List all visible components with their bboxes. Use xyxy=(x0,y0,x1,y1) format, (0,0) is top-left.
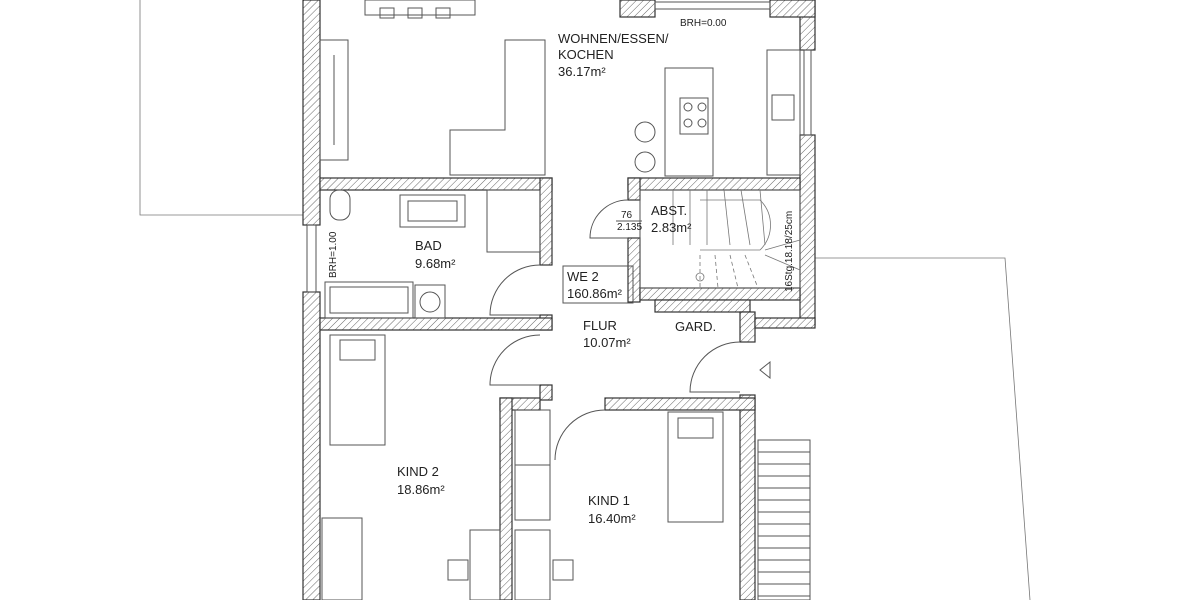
room-name-bad: BAD xyxy=(415,238,442,253)
room-name-flur: FLUR xyxy=(583,318,617,333)
window-bad xyxy=(306,224,317,293)
brh-bad-label: BRH=1.00 xyxy=(328,231,339,278)
window-top xyxy=(654,1,771,10)
room-name-abst: ABST. xyxy=(651,203,687,218)
unit-area: 160.86m² xyxy=(567,286,623,301)
staircase-internal xyxy=(639,189,801,289)
room-area-bad: 9.68m² xyxy=(415,256,456,271)
room-area-flur: 10.07m² xyxy=(583,335,631,350)
room-name-kind2: KIND 2 xyxy=(397,464,439,479)
walls xyxy=(302,0,816,600)
brh-top-label: BRH=0.00 xyxy=(680,18,727,29)
room-area-wohnen: 36.17m² xyxy=(558,64,606,79)
terrain-line-left xyxy=(139,0,303,216)
terrain-line-right xyxy=(815,257,1031,600)
door-dim-top: 76 xyxy=(621,210,633,221)
room-name-kind1: KIND 1 xyxy=(588,493,630,508)
window-kitchen xyxy=(803,49,812,136)
staircase-external xyxy=(757,439,811,600)
doors xyxy=(489,199,771,461)
room-area-kind1: 16.40m² xyxy=(588,511,636,526)
unit-name: WE 2 xyxy=(567,269,599,284)
furniture xyxy=(319,0,801,600)
room-area-abst: 2.83m² xyxy=(651,220,692,235)
unit-box xyxy=(562,265,634,304)
door-dim-bottom: 2.135 xyxy=(617,222,642,233)
room-name-wohnen-2: KOCHEN xyxy=(558,47,614,62)
room-area-kind2: 18.86m² xyxy=(397,482,445,497)
stair-label: 16Stg.18.18/25cm xyxy=(784,211,795,292)
room-name-gard: GARD. xyxy=(675,319,716,334)
room-name-wohnen: WOHNEN/ESSEN/ xyxy=(558,31,669,46)
